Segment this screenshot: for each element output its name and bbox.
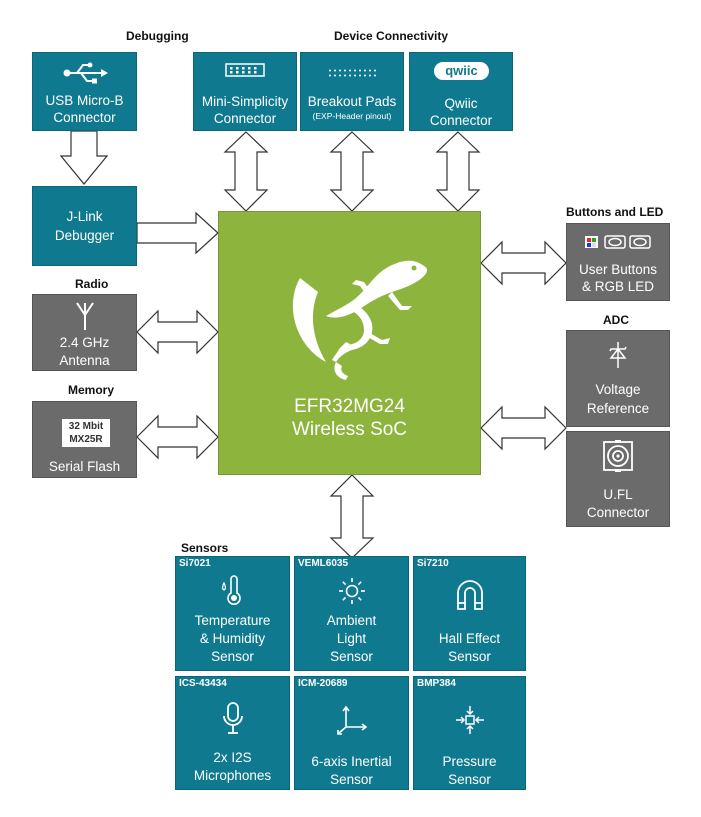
jlink-debugger-block: J-Link Debugger <box>32 186 137 266</box>
sensor-label-2: Microphones <box>193 768 272 783</box>
voltage-reference-label-1: Voltage <box>595 382 641 397</box>
serial-flash-block: 32 Mbit MX25R Serial Flash <box>32 401 137 478</box>
antenna-block: 2.4 GHz Antenna <box>32 294 137 371</box>
mini-simplicity-label-2: Connector <box>213 111 277 126</box>
breakout-pads-block: Breakout Pads (EXP-Header pinout) <box>300 52 404 131</box>
connector-header-icon <box>194 63 296 79</box>
qwiic-label-1: Qwiic <box>444 96 478 111</box>
qwiic-logo: qwiic <box>434 62 489 80</box>
sensor-label-3: Sensor <box>211 649 254 664</box>
arrow-soc-buttons <box>480 240 567 286</box>
sensor-block-veml6035: VEML6035 Ambient Light Sensor <box>294 556 409 671</box>
soc-label-2: Wireless SoC <box>291 419 408 440</box>
sensor-label-1: Ambient <box>326 613 377 628</box>
serial-flash-label: Serial Flash <box>48 459 121 474</box>
zener-diode-icon <box>567 342 669 368</box>
arrow-soc-adc <box>480 405 567 451</box>
sensor-label-2: Sensor <box>330 772 373 787</box>
mini-simplicity-block: Mini-Simplicity Connector <box>193 52 297 131</box>
microphone-icon <box>176 701 289 735</box>
antenna-label-2: Antenna <box>59 353 110 368</box>
ufl-label-1: U.FL <box>603 487 633 502</box>
user-buttons-label-2: & RGB LED <box>581 279 655 294</box>
sensor-label-2: Light <box>336 631 367 646</box>
sensor-label-3: Sensor <box>330 649 373 664</box>
arrow-usb-jlink <box>59 130 109 185</box>
antenna-label-1: 2.4 GHz <box>59 335 110 350</box>
flash-chip-icon: 32 Mbit MX25R <box>62 419 110 447</box>
sun-icon <box>295 577 408 605</box>
arrow-soc-sensors <box>329 474 375 559</box>
arrow-qwiic-soc <box>435 131 481 212</box>
antenna-icon <box>33 301 136 331</box>
sensor-part-label: VEML6035 <box>298 558 349 569</box>
sensor-block-ics43434: ICS-43434 2x I2S Microphones <box>175 676 290 790</box>
voltage-reference-label-2: Reference <box>586 401 650 416</box>
sensor-label-2: Sensor <box>448 772 491 787</box>
flash-chip-line-2: MX25R <box>69 434 103 445</box>
usb-label-1: USB Micro-B <box>45 93 124 108</box>
sensor-block-si7021: Si7021 Temperature & Humidity Sensor <box>175 556 290 671</box>
breakout-pads-icon <box>301 65 403 77</box>
sensor-label-1: 6-axis Inertial <box>311 754 392 769</box>
user-buttons-block: User Buttons & RGB LED <box>566 223 670 301</box>
jlink-label-2: Debugger <box>54 228 115 243</box>
breakout-label: Breakout Pads <box>307 94 397 109</box>
usb-label-2: Connector <box>53 110 116 125</box>
arrow-jlink-soc <box>136 211 219 255</box>
jlink-label-1: J-Link <box>66 209 103 224</box>
usb-connector-block: USB Micro-B Connector <box>32 52 137 131</box>
sensor-label-2: Sensor <box>448 649 491 664</box>
sensor-block-icm20689: ICM-20689 6-axis Inertial Sensor <box>294 676 409 790</box>
flash-chip-line-1: 32 Mbit <box>68 421 104 432</box>
arrow-breakout-soc <box>329 131 375 212</box>
mini-simplicity-label-1: Mini-Simplicity <box>201 94 289 109</box>
sensor-block-si7210: Si7210 Hall Effect Sensor <box>413 556 526 671</box>
arrow-mini-soc <box>223 131 269 212</box>
section-sensors: Sensors <box>181 541 229 555</box>
qwiic-label-2: Connector <box>429 113 493 128</box>
sensor-block-bmp384: BMP384 Pressure Sensor <box>413 676 526 790</box>
sensor-part-label: Si7210 <box>417 558 449 569</box>
ufl-connector-icon <box>567 440 669 472</box>
magnet-icon <box>414 579 525 611</box>
sensor-part-label: Si7021 <box>179 558 211 569</box>
gecko-logo-icon <box>274 236 434 391</box>
arrow-antenna-soc <box>136 309 219 355</box>
usb-icon <box>33 61 136 85</box>
sensor-part-label: BMP384 <box>417 678 456 689</box>
qwiic-connector-block: qwiic Qwiic Connector <box>409 52 513 131</box>
efr32mg24-soc-block: EFR32MG24 Wireless SoC <box>218 211 481 475</box>
section-adc: ADC <box>603 313 629 327</box>
sensor-label-1: Pressure <box>442 754 497 769</box>
sensor-label-1: Hall Effect <box>438 631 501 646</box>
section-memory: Memory <box>68 383 115 397</box>
ufl-connector-block: U.FL Connector <box>566 431 670 527</box>
breakout-sublabel: (EXP-Header pinout) <box>312 111 392 121</box>
pressure-icon <box>414 705 525 735</box>
sensor-label-2: & Humidity <box>199 631 266 646</box>
section-radio: Radio <box>75 277 109 291</box>
sensor-label-1: Temperature <box>194 613 271 628</box>
section-buttons-led: Buttons and LED <box>566 205 664 219</box>
sensor-label-1: 2x I2S <box>213 750 252 765</box>
ufl-label-2: Connector <box>586 505 650 520</box>
axes-icon <box>295 705 408 735</box>
sensor-part-label: ICM-20689 <box>298 678 348 689</box>
voltage-reference-block: Voltage Reference <box>566 330 670 427</box>
sensor-part-label: ICS-43434 <box>179 678 227 689</box>
user-buttons-label-1: User Buttons <box>578 262 658 277</box>
soc-label-1: EFR32MG24 <box>294 396 405 417</box>
arrow-flash-soc <box>136 414 219 460</box>
buttons-led-icon <box>567 234 669 250</box>
thermometer-icon <box>176 575 289 605</box>
section-device-connectivity: Device Connectivity <box>334 29 449 43</box>
section-debugging: Debugging <box>126 29 189 43</box>
